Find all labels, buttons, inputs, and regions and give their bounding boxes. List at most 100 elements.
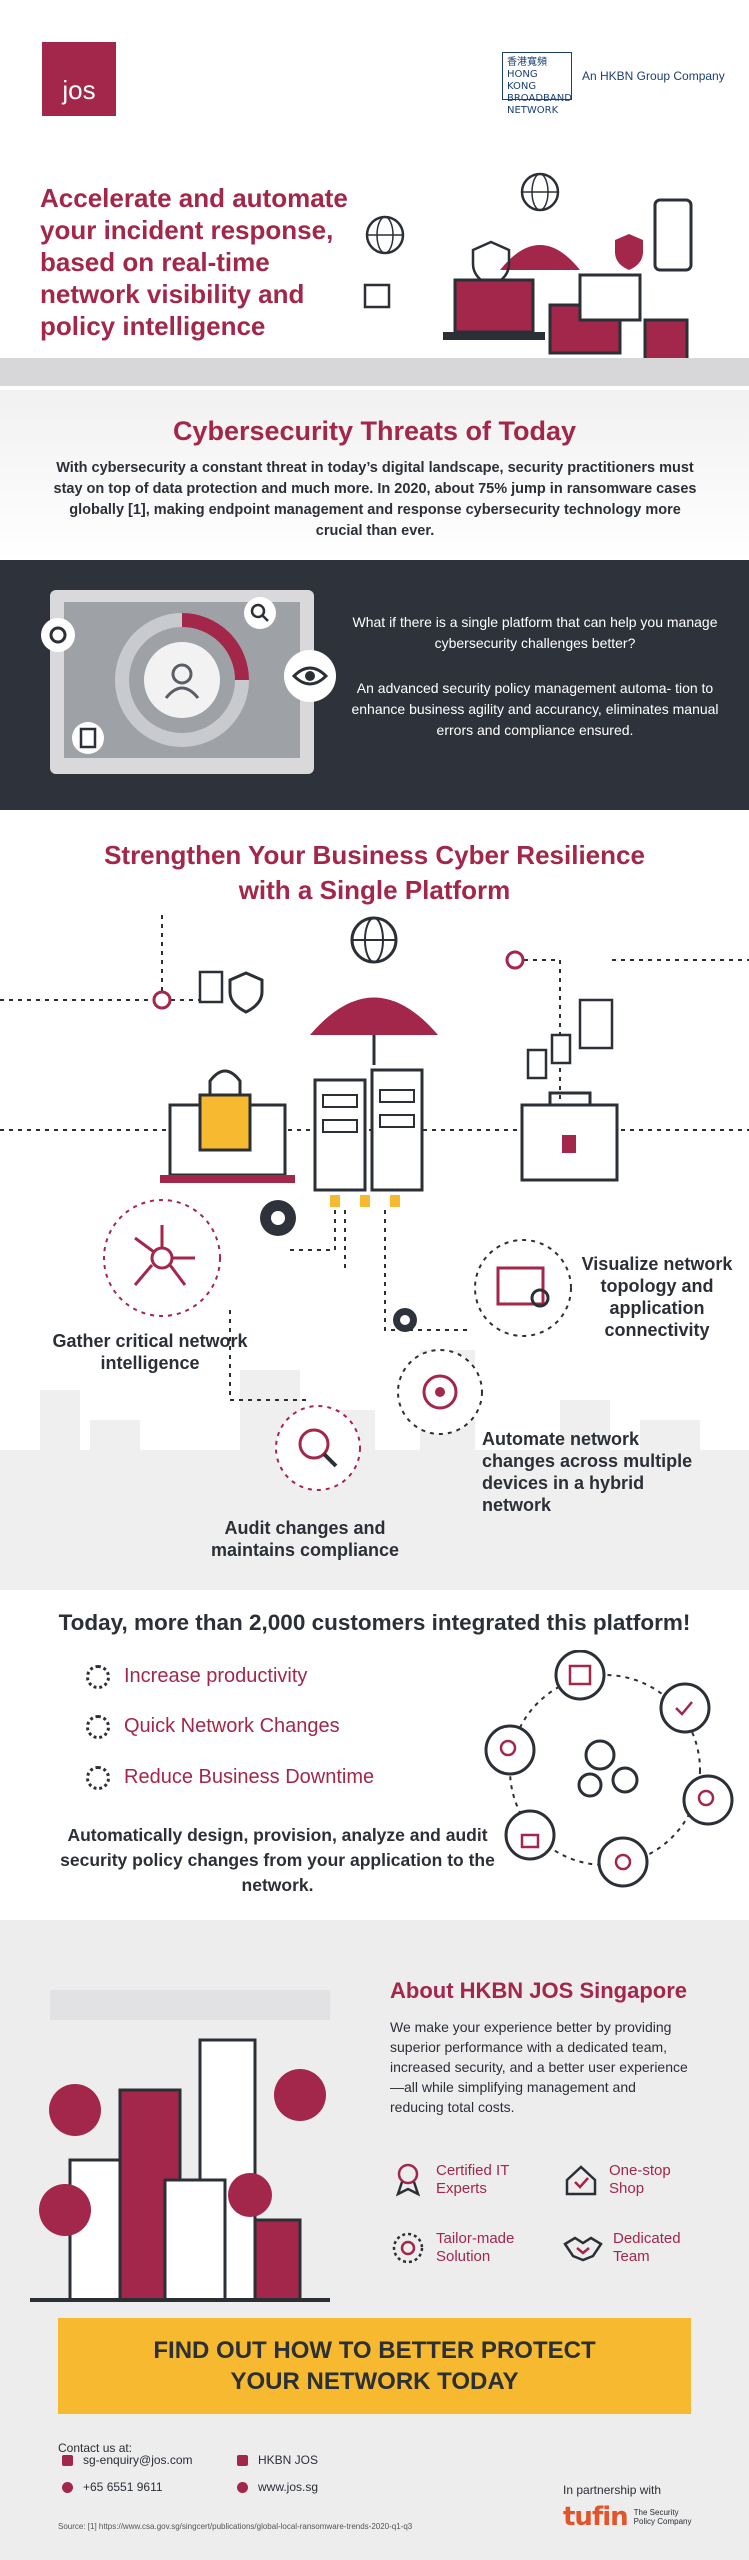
handshake-icon bbox=[563, 2236, 603, 2262]
feature-label: One-stop Shop bbox=[609, 2162, 671, 2197]
feature-dedicated-team: Dedicated Team bbox=[563, 2230, 693, 2266]
globe-icon bbox=[520, 172, 560, 212]
hkbn-tagline: An HKBN Group Company bbox=[582, 69, 725, 83]
cta-line1: FIND OUT HOW TO BETTER PROTECT bbox=[153, 2337, 596, 2364]
automate-label: Automate network changes across multiple… bbox=[482, 1429, 693, 1515]
platform-title-line2: with a Single Platform bbox=[238, 875, 511, 905]
website-text: www.jos.sg bbox=[258, 2480, 319, 2494]
shield-icon bbox=[228, 971, 264, 1014]
hero-title: Accelerate and automate your incident re… bbox=[40, 183, 348, 341]
gather-label: Gather critical network intelligence bbox=[52, 1331, 248, 1373]
tufin-logo[interactable]: tufin The Security Policy Company bbox=[563, 2502, 694, 2532]
phone-icon bbox=[62, 2481, 73, 2493]
contact-heading: Contact us at: bbox=[58, 2441, 133, 2455]
gear-icon bbox=[393, 1308, 417, 1332]
audit-search-icon bbox=[275, 1405, 361, 1491]
about-body: We make your experience better by provid… bbox=[390, 2019, 688, 2115]
ground-strip bbox=[0, 358, 749, 386]
hkbn-mark-icon: 香港寬頻 HONG KONG BROADBAND NETWORK bbox=[502, 52, 572, 116]
hkbn-logo[interactable]: 香港寬頻 HONG KONG BROADBAND NETWORK An HKBN… bbox=[502, 52, 725, 116]
threats-title: Cybersecurity Threats of Today bbox=[172, 416, 577, 446]
integration-cycle-illustration bbox=[484, 1650, 734, 1888]
target-user-icon bbox=[115, 613, 249, 747]
server-icon bbox=[643, 318, 689, 367]
document-icon bbox=[198, 970, 224, 1004]
visualize-label: Visualize network topology and applicati… bbox=[581, 1254, 733, 1340]
benefit-label: Reduce Business Downtime bbox=[124, 1766, 375, 1788]
topology-map-icon bbox=[474, 1239, 572, 1337]
cta-banner[interactable]: FIND OUT HOW TO BETTER PROTECT YOUR NETW… bbox=[58, 2318, 691, 2414]
platform-question-panel: What if there is a single platform that … bbox=[0, 560, 749, 810]
email-text: sg-enquiry@jos.com bbox=[83, 2453, 193, 2467]
laptop-icon bbox=[453, 278, 535, 334]
feature-certified: Certified IT Experts bbox=[390, 2162, 530, 2198]
benefit-label: Quick Network Changes bbox=[124, 1715, 340, 1737]
phone-text: +65 6551 9611 bbox=[83, 2480, 163, 2494]
customers-body: Automatically design, provision, analyze… bbox=[60, 1825, 495, 1895]
search-icon bbox=[484, 1724, 536, 1776]
house-check-icon bbox=[565, 2165, 597, 2196]
city-skyline bbox=[0, 1350, 749, 1590]
document-icon bbox=[49, 2084, 101, 2136]
certificate-icon bbox=[395, 2163, 421, 2197]
monitor-illustration bbox=[50, 590, 314, 774]
tufin-wordmark: tufin bbox=[563, 2502, 629, 2532]
linkedin-text: HKBN JOS bbox=[258, 2453, 319, 2467]
source-citation[interactable]: Source: [1] https://www.csa.gov.sg/singc… bbox=[58, 2522, 413, 2531]
feature-label: Dedicated Team bbox=[613, 2230, 681, 2265]
contact-email[interactable]: sg-enquiry@jos.com bbox=[62, 2453, 193, 2467]
feature-one-stop: One-stop Shop bbox=[563, 2162, 693, 2198]
dotted-circle-icon bbox=[86, 1715, 110, 1739]
contact-website[interactable]: www.jos.sg bbox=[237, 2480, 318, 2494]
umbrella-icon bbox=[500, 245, 580, 270]
benefit-item: Reduce Business Downtime bbox=[86, 1766, 375, 1790]
umbrella-icon bbox=[310, 997, 438, 1035]
target-icon bbox=[397, 1349, 483, 1435]
eye-icon bbox=[284, 650, 336, 702]
document-icon bbox=[72, 722, 104, 754]
network-node bbox=[505, 950, 525, 970]
search-icon bbox=[39, 2184, 91, 2236]
phone-icon bbox=[653, 198, 693, 272]
server-rack-icon bbox=[313, 1068, 424, 1207]
platform-title-line1: Strengthen Your Business Cyber Resilienc… bbox=[104, 840, 645, 870]
monitor-screen bbox=[64, 602, 300, 758]
alert-shield-icon bbox=[615, 234, 643, 270]
laptop-base bbox=[443, 332, 545, 340]
sitemap-icon bbox=[274, 2069, 326, 2121]
search-icon bbox=[244, 597, 276, 629]
customers-title: Today, more than 2,000 customers integra… bbox=[58, 1610, 691, 1635]
hero-devices-illustration bbox=[363, 172, 693, 367]
buildings-illustration bbox=[30, 1990, 330, 2302]
dotted-network-lines bbox=[0, 915, 749, 1401]
globe-icon bbox=[350, 916, 398, 964]
benefit-item: Increase productivity bbox=[86, 1665, 308, 1689]
audit-label: Audit changes and maintains compliance bbox=[210, 1518, 400, 1560]
platform-answer: An advanced security policy management a… bbox=[351, 680, 719, 738]
lock-icon bbox=[363, 283, 391, 309]
gear-brain-icon bbox=[392, 2232, 424, 2264]
benefit-label: Increase productivity bbox=[124, 1665, 308, 1687]
search-icon bbox=[682, 1774, 734, 1826]
tufin-tagline: The Security Policy Company bbox=[633, 2508, 692, 2526]
header-section: jos 香港寬頻 HONG KONG BROADBAND NETWORK An … bbox=[0, 0, 749, 390]
feature-tailor-made: Tailor-made Solution bbox=[390, 2230, 530, 2266]
contact-phone[interactable]: +65 6551 9611 bbox=[62, 2480, 163, 2494]
platform-section: Strengthen Your Business Cyber Resilienc… bbox=[0, 810, 749, 1590]
benefit-item: Quick Network Changes bbox=[86, 1715, 340, 1739]
globe-icon bbox=[237, 2481, 248, 2493]
platform-question: What if there is a single platform that … bbox=[352, 614, 718, 651]
contact-linkedin[interactable]: HKBN JOS bbox=[237, 2453, 318, 2467]
jos-logo[interactable]: jos bbox=[42, 42, 116, 116]
threats-section: Cybersecurity Threats of Today With cybe… bbox=[0, 390, 749, 560]
monitor-icon bbox=[578, 273, 642, 322]
partner-label: In partnership with bbox=[563, 2483, 662, 2497]
threats-body: With cybersecurity a constant threat in … bbox=[53, 460, 697, 539]
hourglass-icons bbox=[526, 998, 614, 1080]
check-icon bbox=[659, 1682, 711, 1734]
report-icon bbox=[554, 1650, 606, 1701]
globe-icon bbox=[365, 215, 405, 255]
linkedin-icon bbox=[237, 2454, 248, 2466]
cta-line2: YOUR NETWORK TODAY bbox=[230, 2368, 519, 2395]
idea-icon bbox=[597, 1836, 649, 1888]
